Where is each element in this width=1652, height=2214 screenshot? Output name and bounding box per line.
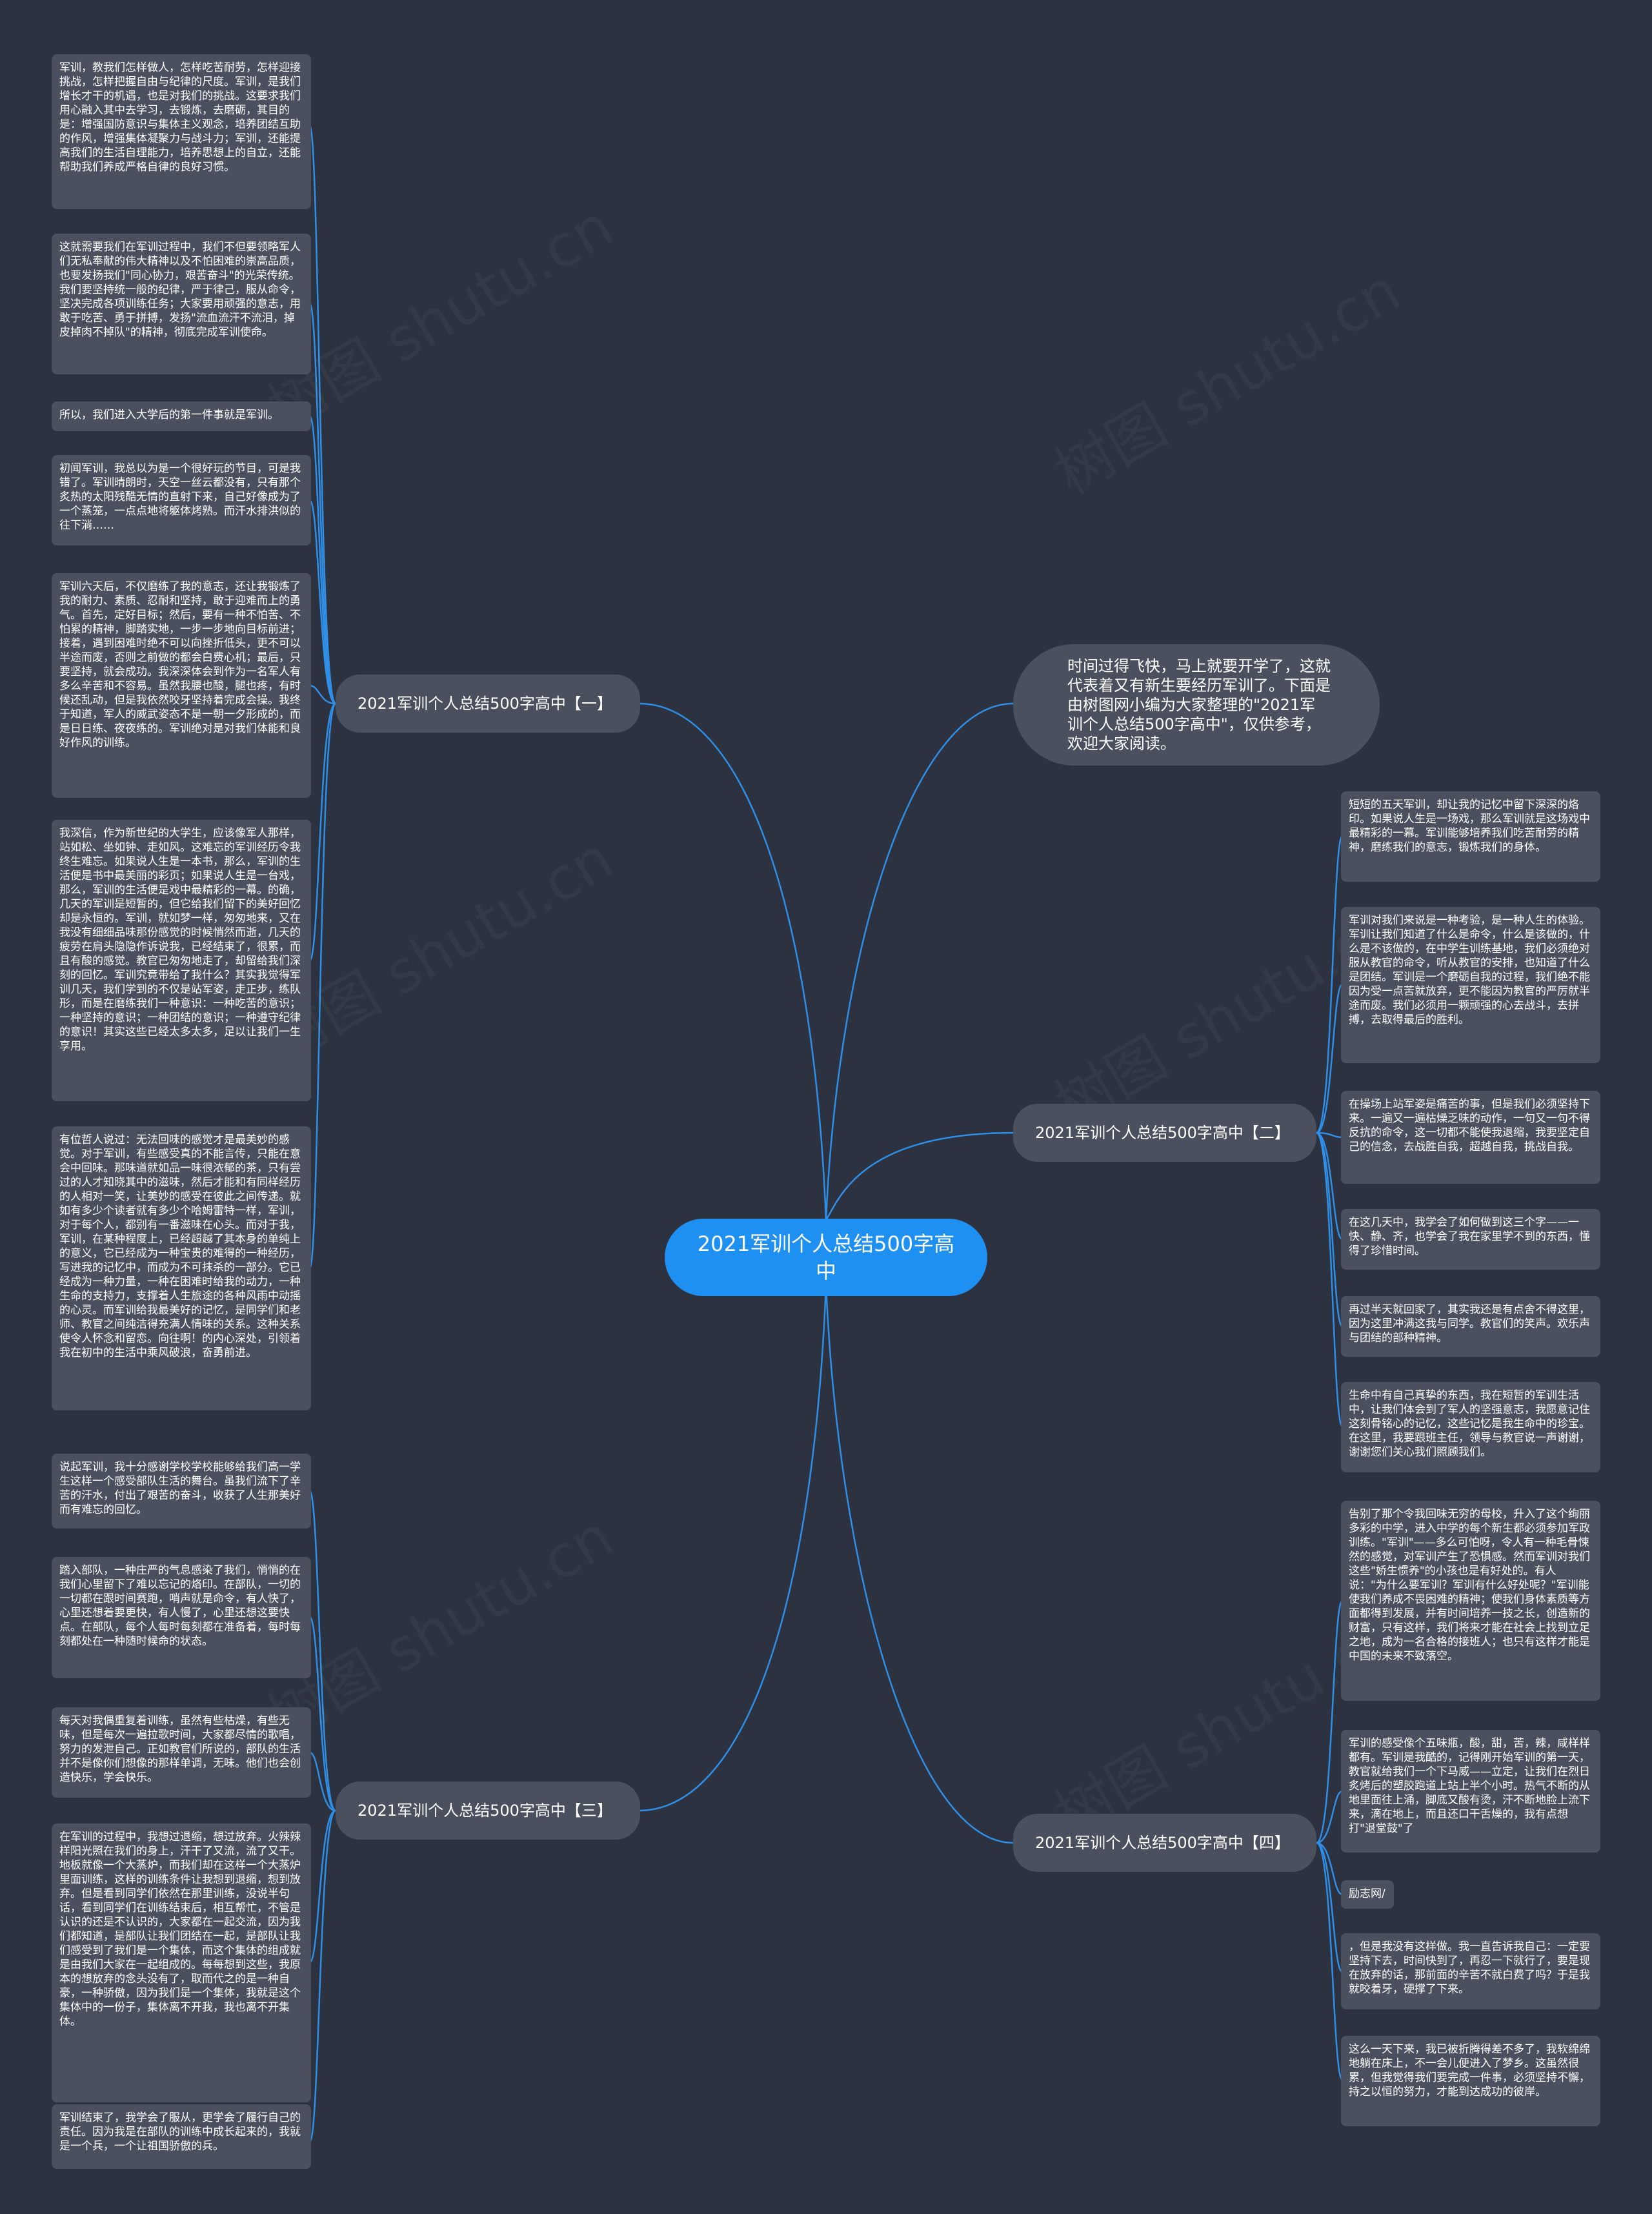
intro-text: 时间过得飞快，马上就要开学了，这就代表着又有新生要经历军训了。下面是由树图网小编… — [1067, 657, 1331, 753]
edge-b2-leaf — [1316, 983, 1344, 1134]
edge-b2-leaf — [1316, 1132, 1343, 1241]
edge-b4-leaf — [1316, 1790, 1343, 1844]
edge-b1-leaf — [308, 302, 337, 705]
leaf-note[interactable]: ，但是我没有这样做。我一直告诉我自己：一定要坚持下去，时间快到了，再忍一下就行了… — [1341, 1933, 1600, 2009]
leaf-note[interactable]: 我深信，作为新世纪的大学生，应该像军人那样，站如松、坐如钟、走如风。这难忘的军训… — [52, 820, 311, 1101]
edge-root-intro — [825, 702, 1014, 1221]
edge-b4-leaf — [1316, 1842, 1344, 2081]
edge-b4-leaf — [1316, 1842, 1343, 1896]
leaf-note[interactable]: 军训结束了，我学会了服从，更学会了履行自己的责任。因为我是在部队的训练中成长起来… — [52, 2104, 311, 2169]
leaf-note[interactable]: 再过半天就回家了，其实我还是有点舍不得这里，因为这里冲满这我与同学。教官们的笑声… — [1341, 1296, 1600, 1357]
branch-label: 2021军训个人总结500字高中【一】 — [358, 695, 612, 713]
edge-b4-leaf — [1316, 1842, 1344, 1973]
branch-node-4[interactable]: 2021军训个人总结500字高中【四】 — [1013, 1814, 1316, 1872]
edge-b3-leaf — [308, 1616, 336, 1812]
leaf-note[interactable]: 生命中有自己真挚的东西，我在短暂的军训生活中，让我们体会到了军人的坚强意志，我愿… — [1341, 1382, 1600, 1472]
branch-label: 2021军训个人总结500字高中【四】 — [1035, 1834, 1290, 1852]
branch-label: 2021军训个人总结500字高中【二】 — [1035, 1124, 1290, 1142]
leaf-note[interactable]: 每天对我偶重复着训练，虽然有些枯燥，有些无味，但是每次一遍拉歌时间，大家都尽情的… — [52, 1707, 311, 1798]
edge-root-branch3 — [638, 1284, 827, 1812]
edge-b2-leaf — [1316, 1132, 1344, 1328]
leaf-note[interactable]: 军训六天后，不仅磨练了我的意志，还让我锻炼了我的耐力、素质、忍耐和坚持，敢于迎难… — [52, 573, 311, 798]
edge-b4-leaf — [1316, 1600, 1344, 1844]
edge-b1-leaf — [308, 415, 337, 705]
edge-b3-leaf — [308, 1809, 336, 1964]
leaf-note[interactable]: 这就需要我们在军训过程中，我们不但要领略军人们无私奉献的伟大精神以及不怕困难的崇… — [52, 234, 311, 374]
leaf-note[interactable]: 在这几天中，我学会了如何做到这三个字——一快、静、齐，也学会了我在家里学不到的东… — [1341, 1209, 1600, 1270]
intro-node[interactable]: 时间过得飞快，马上就要开学了，这就代表着又有新生要经历军训了。下面是由树图网小编… — [1013, 644, 1380, 766]
leaf-note[interactable]: 这么一天下来，我已被折腾得差不多了，我软绵绵地躺在床上，不一会儿便进入了梦乡。这… — [1341, 2036, 1600, 2126]
leaf-note[interactable]: 初闻军训，我总以为是一个很好玩的节目，可是我错了。军训晴朗时，天空一丝云都没有，… — [52, 455, 311, 545]
edge-b1-leaf — [309, 684, 336, 705]
branch-node-3[interactable]: 2021军训个人总结500字高中【三】 — [336, 1782, 640, 1840]
leaf-note[interactable]: 励志网/ — [1341, 1880, 1394, 1909]
edge-b1-leaf — [308, 702, 337, 962]
edge-root-branch1 — [638, 702, 827, 1221]
leaf-note[interactable]: 踏入部队，一种庄严的气息感染了我们，悄悄的在我们心里留下了难以忘记的烙印。在部队… — [52, 1557, 311, 1678]
branch-node-1[interactable]: 2021军训个人总结500字高中【一】 — [336, 675, 640, 733]
edge-b3-leaf — [308, 1809, 337, 2143]
leaf-note[interactable]: 所以，我们进入大学后的第一件事就是军训。 — [52, 401, 311, 431]
leaf-note[interactable]: 在操场上站军姿是痛苦的事，但是我们必须坚持下来。一遍又一遍枯燥乏味的动作，一句又… — [1341, 1091, 1600, 1184]
edge-root-branch2 — [825, 1132, 1014, 1221]
edge-b1-leaf — [308, 702, 337, 1270]
leaf-note[interactable]: 军训的感受像个五味瓶，酸，甜，苦，辣，咸样样都有。军训是我酷的，记得刚开始军训的… — [1341, 1730, 1600, 1853]
edge-b1-leaf — [308, 499, 336, 705]
branch-node-2[interactable]: 2021军训个人总结500字高中【二】 — [1013, 1104, 1316, 1162]
edge-b2-leaf — [1315, 1132, 1344, 1428]
root-topic[interactable]: 2021军训个人总结500字高中 — [665, 1219, 987, 1296]
leaf-note[interactable]: 军训对我们来说是一种考验，是一种人生的体验。军训让我们知道了什么是命令，什么是该… — [1341, 907, 1600, 1063]
leaf-note[interactable]: 在军训的过程中，我想过退缩，想过放弃。火辣辣样阳光照在我们的身上，汗干了又流，流… — [52, 1823, 311, 2102]
edge-root-branch4 — [825, 1284, 1014, 1844]
edge-b1-leaf — [308, 125, 337, 705]
leaf-note[interactable]: 军训，教我们怎样做人，怎样吃苦耐劳，怎样迎接挑战，怎样把握自由与纪律的尺度。军训… — [52, 54, 311, 209]
leaf-note[interactable]: 有位哲人说过：无法回味的感觉才是最美妙的感觉。对于军训，有些感受真的不能言传，只… — [52, 1126, 311, 1410]
edge-b2-leaf — [1316, 1132, 1343, 1139]
leaf-note[interactable]: 告别了那个令我回味无穷的母校，升入了这个绚丽多彩的中学，进入中学的每个新生都必须… — [1341, 1501, 1600, 1701]
leaf-note[interactable]: 短短的五天军训，却让我的记忆中留下深深的烙印。如果说人生是一场戏，那么军训就是这… — [1341, 791, 1600, 882]
edge-b3-leaf — [309, 1751, 336, 1812]
leaf-note[interactable]: 说起军训，我十分感谢学校学校能够给我们高一学生这样一个感受部队生活的舞台。虽我们… — [52, 1454, 311, 1528]
edge-b2-leaf — [1315, 835, 1344, 1134]
root-title: 2021军训个人总结500字高中 — [697, 1232, 955, 1283]
branch-label: 2021军训个人总结500字高中【三】 — [358, 1802, 612, 1820]
edge-b3-leaf — [308, 1490, 337, 1812]
